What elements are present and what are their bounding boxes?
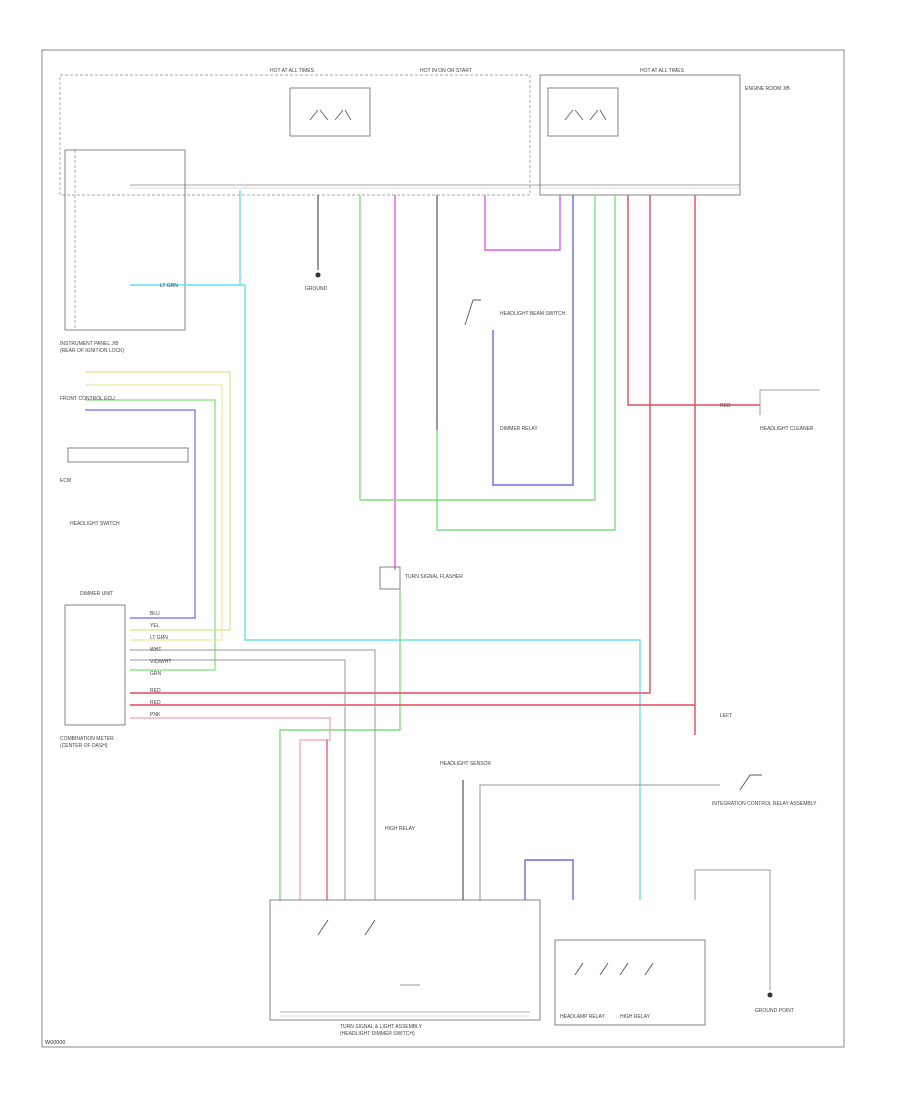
svg-text:RED: RED <box>150 688 161 694</box>
dimmer-relay: DIMMER RELAY <box>500 426 538 432</box>
engine-room-jb-label: ENGINE ROOM J/B <box>745 86 790 92</box>
wire-green-1 <box>359 195 596 501</box>
wire-blue-2 <box>85 409 196 619</box>
svg-text:DIMMER UNIT: DIMMER UNIT <box>80 591 113 597</box>
svg-text:(HEADLIGHT DIMMER SWITCH): (HEADLIGHT DIMMER SWITCH) <box>340 1031 415 1037</box>
svg-text:PNK: PNK <box>150 712 161 718</box>
svg-text:GROUND: GROUND <box>305 286 328 292</box>
fuse-label-2: HOT IN ON OR START <box>420 68 472 74</box>
svg-text:BLU: BLU <box>150 611 160 617</box>
svg-text:LT GRN: LT GRN <box>150 635 168 641</box>
instrument-panel-label: INSTRUMENT PANEL J/B <box>60 341 119 347</box>
wire-yellow-2 <box>85 384 223 641</box>
svg-text:TURN SIGNAL & LIGHT ASSEMBLY: TURN SIGNAL & LIGHT ASSEMBLY <box>340 1024 423 1030</box>
svg-text:GROUND POINT: GROUND POINT <box>755 1008 794 1014</box>
wire-blue-1 <box>492 195 574 486</box>
wire-red-3 <box>130 195 696 735</box>
headlight-sensor: HEADLIGHT SENSOR <box>440 761 491 767</box>
front-ecu-box: FRONT CONTROL ECU ECM HEADLIGHT SWITCH <box>60 396 189 527</box>
wire-tags: BLU YEL LT GRN WHT VIO/WHT GRN RED RED P… <box>150 283 731 718</box>
svg-text:HEADLIGHT SWITCH: HEADLIGHT SWITCH <box>70 521 120 527</box>
headlamp-relay-box: HEADLAMP RELAY HIGH RELAY <box>554 939 706 1026</box>
svg-text:RED: RED <box>720 403 731 409</box>
headlamp-beam-switch: HEADLIGHT BEAM SWITCH <box>464 299 566 326</box>
combination-meter-box: COMBINATION METER (CENTER OF DASH) DIMME… <box>60 591 126 749</box>
wire-gray-1 <box>130 649 376 900</box>
svg-text:HEADLAMP RELAY: HEADLAMP RELAY <box>560 1014 605 1020</box>
wire-red-2 <box>130 195 651 694</box>
svg-text:GRN: GRN <box>150 671 162 677</box>
headlight-cleaner: HEADLIGHT CLEANER <box>759 389 820 432</box>
wire-red-1 <box>627 195 760 406</box>
wire-gray-3 <box>479 784 720 900</box>
svg-text:ECM: ECM <box>60 478 71 484</box>
turn-signal-flasher: TURN SIGNAL FLASHER <box>379 566 463 590</box>
wire-gray-2 <box>130 659 346 900</box>
svg-text:INTEGRATION CONTROL RELAY ASSE: INTEGRATION CONTROL RELAY ASSEMBLY <box>712 801 817 807</box>
wire-yellow <box>85 371 231 631</box>
wire-green-3 <box>279 590 401 900</box>
svg-text:LT GRN: LT GRN <box>160 283 178 289</box>
svg-text:HIGH RELAY: HIGH RELAY <box>385 826 416 832</box>
svg-text:HEADLIGHT SENSOR: HEADLIGHT SENSOR <box>440 761 491 767</box>
integration-relay: LEFT INTEGRATION CONTROL RELAY ASSEMBLY <box>712 713 817 807</box>
svg-text:HIGH RELAY: HIGH RELAY <box>620 1014 651 1020</box>
instrument-panel-sublabel: (REAR OF IGNITION LOCK) <box>60 348 125 354</box>
turn-signal-assembly: TURN SIGNAL & LIGHT ASSEMBLY (HEADLIGHT … <box>269 826 541 1037</box>
svg-text:(CENTER OF DASH): (CENTER OF DASH) <box>60 743 108 749</box>
svg-text:FRONT CONTROL ECU: FRONT CONTROL ECU <box>60 396 115 402</box>
wire-blue-3 <box>524 859 574 900</box>
svg-text:COMBINATION METER: COMBINATION METER <box>60 736 114 742</box>
wire-gray-4 <box>694 869 771 990</box>
diagram-frame <box>41 49 845 1048</box>
svg-text:YEL: YEL <box>150 623 160 629</box>
fuse-label-1: HOT AT ALL TIMES <box>270 68 315 74</box>
instrument-panel-jb: HOT AT ALL TIMES HOT IN ON OR START HOT … <box>59 68 790 196</box>
svg-text:TURN SIGNAL FLASHER: TURN SIGNAL FLASHER <box>405 574 463 580</box>
wire-pink <box>130 717 331 900</box>
wire-cyan <box>130 190 641 900</box>
wire-magenta <box>394 195 561 570</box>
svg-text:DIMMER RELAY: DIMMER RELAY <box>500 426 538 432</box>
svg-text:RED: RED <box>150 700 161 706</box>
diagram-code: W00000 <box>45 1040 66 1046</box>
wire-green-4 <box>85 399 216 671</box>
instrument-panel-box: INSTRUMENT PANEL J/B (REAR OF IGNITION L… <box>60 149 186 354</box>
svg-text:HEADLIGHT CLEANER: HEADLIGHT CLEANER <box>760 426 814 432</box>
wire-green-2 <box>436 195 616 531</box>
fuse-label-3: HOT AT ALL TIMES <box>640 68 685 74</box>
svg-text:WHT: WHT <box>150 647 161 653</box>
svg-text:LEFT: LEFT <box>720 713 732 719</box>
ground-point: GROUND POINT <box>755 992 794 1014</box>
svg-text:HEADLIGHT BEAM SWITCH: HEADLIGHT BEAM SWITCH <box>500 311 566 317</box>
svg-text:VIO/WHT: VIO/WHT <box>150 659 171 665</box>
ground-symbol-1: GROUND <box>305 272 328 292</box>
